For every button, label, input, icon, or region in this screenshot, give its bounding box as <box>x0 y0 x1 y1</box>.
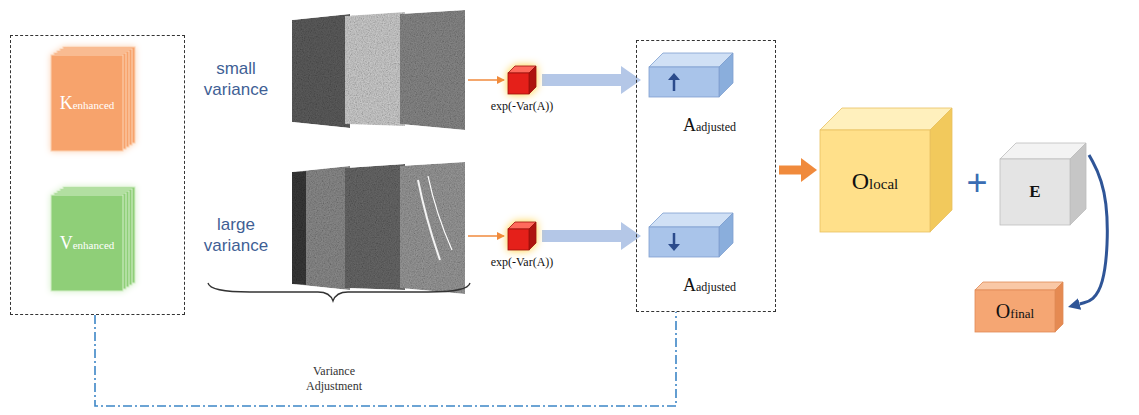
texture-image <box>292 166 350 290</box>
row-label: small variance <box>198 58 274 101</box>
shape-outline <box>649 213 733 257</box>
input-group: KenhancedVenhanced <box>10 35 185 315</box>
plus-sign: + <box>960 160 994 205</box>
input-arrow <box>468 235 504 236</box>
final-output: Ofinal <box>975 282 1063 332</box>
direction-arrow <box>673 233 676 245</box>
node-label: Kenhanced <box>60 93 115 114</box>
direction-arrow-head <box>668 73 680 80</box>
shape-outline <box>508 66 536 94</box>
key-tensor: Kenhanced <box>51 47 135 151</box>
label-area: exp(-Var(A)) <box>462 97 582 115</box>
node-label: Olocal <box>852 168 899 195</box>
cube-side <box>930 108 952 232</box>
cube-front <box>508 73 529 94</box>
embedding-cube: E <box>1000 143 1086 225</box>
weight-cube: exp(-Var(A)) <box>508 66 536 94</box>
cube-front <box>975 290 1055 332</box>
cube-side <box>1055 282 1063 332</box>
shape-outline <box>508 222 536 250</box>
cube-front <box>649 227 719 257</box>
node-label: E <box>1029 182 1040 202</box>
texture-shadow <box>292 171 306 285</box>
texture-streak <box>428 176 452 250</box>
texture-image <box>292 14 350 128</box>
flow-arrow <box>542 230 621 242</box>
group-caption: Variance Adjustment <box>292 364 376 394</box>
shape-outline <box>1000 143 1086 225</box>
texture-image <box>345 164 405 290</box>
node-label: exp(-Var(A)) <box>491 255 554 270</box>
texture-image <box>400 162 465 294</box>
cube-front <box>1000 159 1070 225</box>
texture-streak <box>418 180 440 260</box>
adjusted-group: AadjustedAadjusted <box>636 40 776 312</box>
cube-side <box>529 222 536 250</box>
cube-front <box>820 130 930 232</box>
row-label: large variance <box>198 214 274 257</box>
tensor-layer <box>51 195 123 291</box>
cube-side <box>529 66 536 94</box>
attention-bar: Aadjusted <box>649 213 733 257</box>
label-area: Olocal <box>820 130 930 232</box>
node-label: Aadjusted <box>683 275 736 296</box>
node-label: exp(-Var(A)) <box>491 99 554 114</box>
cube-side <box>719 213 733 257</box>
cube-top <box>649 53 733 67</box>
cube-front <box>649 67 719 97</box>
direction-arrow-head <box>668 244 680 251</box>
label-area: Ofinal <box>975 290 1055 332</box>
shape-outline <box>820 108 952 232</box>
tensor-layer <box>51 55 123 151</box>
cube-side <box>1070 143 1086 225</box>
texture-image <box>345 12 405 126</box>
flow-arrow <box>779 166 801 175</box>
node-label: Aadjusted <box>683 115 736 136</box>
flow-arrow <box>542 74 621 86</box>
label-area: Kenhanced <box>51 55 123 151</box>
cube-top <box>649 213 733 227</box>
label-area: Aadjusted <box>683 273 779 297</box>
label-area: Venhanced <box>51 195 123 291</box>
texture-image <box>400 10 465 130</box>
node-label: Venhanced <box>60 233 115 254</box>
input-arrow <box>468 79 504 80</box>
label-area: exp(-Var(A)) <box>462 253 582 271</box>
value-tensor: Venhanced <box>51 187 135 291</box>
cube-side <box>719 53 733 97</box>
weight-cube: exp(-Var(A)) <box>508 222 536 250</box>
label-area: Aadjusted <box>683 113 779 137</box>
shape-outline <box>649 53 733 97</box>
cube-front <box>508 229 529 250</box>
attention-bar: Aadjusted <box>649 53 733 97</box>
output-cube: Olocal <box>820 108 952 232</box>
brace <box>208 283 470 301</box>
flow-arrow <box>95 312 676 406</box>
label-area: E <box>1000 159 1070 225</box>
direction-arrow <box>673 79 676 91</box>
node-label: Ofinal <box>996 300 1034 323</box>
cube-top <box>975 282 1063 290</box>
cube-top <box>820 108 952 130</box>
